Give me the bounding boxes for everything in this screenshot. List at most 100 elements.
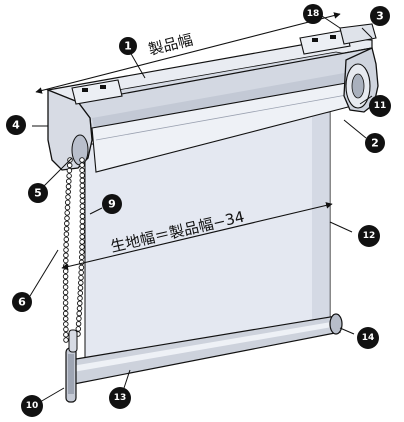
svg-text:3: 3: [376, 10, 384, 23]
chain-bead: [79, 213, 86, 220]
chain-bead: [79, 244, 85, 250]
chain-bead: [77, 300, 83, 307]
svg-text:11: 11: [374, 101, 387, 111]
chain-bead: [65, 183, 72, 190]
chain-bead: [62, 294, 69, 301]
chain-bead: [76, 305, 83, 312]
chain-bead: [66, 178, 72, 184]
svg-text:14: 14: [362, 333, 375, 343]
svg-text:1: 1: [124, 40, 132, 53]
chain-bead: [63, 257, 69, 264]
chain-bead: [79, 228, 86, 235]
chain-bead: [79, 239, 85, 245]
product-width-label: 製品幅: [147, 31, 195, 59]
callout-6: 6: [12, 292, 32, 312]
chain-bead: [79, 193, 86, 199]
chain-bead: [64, 215, 70, 221]
chain-bead: [63, 326, 69, 333]
svg-text:12: 12: [363, 231, 376, 241]
svg-text:2: 2: [371, 137, 379, 150]
callout-1: 1: [119, 37, 137, 55]
svg-text:18: 18: [307, 9, 320, 19]
leader-lines: [29, 15, 373, 403]
bead-chain: [62, 157, 86, 343]
chain-bead: [63, 331, 69, 338]
callout-18: 18: [303, 4, 323, 24]
svg-text:10: 10: [26, 401, 39, 411]
chain-bead: [79, 187, 86, 194]
chain-bead: [79, 167, 85, 173]
svg-text:4: 4: [12, 119, 20, 132]
svg-text:13: 13: [114, 393, 127, 403]
chain-bead: [79, 249, 85, 255]
callout-10: 10: [21, 395, 43, 417]
callout-14: 14: [357, 327, 379, 349]
callout-4: 4: [6, 115, 26, 135]
chain-bead: [79, 172, 85, 179]
chain-bead: [79, 162, 85, 168]
chain-bead: [65, 194, 71, 200]
callout-12: 12: [358, 225, 380, 247]
chain-bead: [63, 236, 70, 243]
chain-bead: [62, 316, 69, 322]
chain-bead: [77, 285, 84, 291]
chain-bead: [66, 173, 72, 179]
chain-bead: [78, 269, 84, 276]
chain-bead: [62, 273, 69, 280]
chain-bead: [78, 254, 85, 260]
chain-bead: [75, 326, 82, 332]
chain-bead: [77, 290, 84, 296]
chain-bead: [75, 321, 82, 327]
chain-bead: [62, 310, 69, 317]
chain-bead: [63, 337, 69, 343]
fabric-shade: [312, 112, 330, 321]
chain-bead: [79, 208, 86, 214]
svg-text:9: 9: [108, 198, 116, 211]
callout-11: 11: [369, 95, 391, 117]
chain-bead: [79, 157, 85, 163]
chain-bead: [78, 274, 84, 281]
chain-bead: [64, 220, 70, 227]
callout-3: 3: [370, 6, 390, 26]
chain-bead: [63, 321, 69, 327]
chain-bead: [79, 218, 86, 225]
chain-bead: [66, 167, 73, 174]
chain-bead: [62, 305, 69, 311]
chain-bead: [79, 177, 86, 184]
chain-bead: [62, 300, 69, 306]
svg-text:6: 6: [18, 296, 26, 309]
callout-13: 13: [109, 387, 131, 409]
callout-2: 2: [365, 133, 385, 153]
product-width-line: [35, 12, 341, 94]
chain-bead: [76, 315, 82, 322]
chain-bead: [62, 279, 69, 285]
chain-bead: [66, 162, 73, 169]
svg-text:5: 5: [34, 187, 42, 200]
chain-bead: [65, 189, 71, 195]
chain-weight: [65, 329, 78, 403]
chain-bead: [63, 241, 69, 248]
chain-bead: [79, 234, 85, 240]
callout-5: 5: [28, 183, 48, 203]
chain-bead: [62, 284, 69, 290]
chain-bead: [63, 231, 70, 237]
chain-bead: [78, 280, 84, 286]
chain-bead: [78, 264, 85, 271]
chain-bead: [64, 210, 70, 216]
chain-bead: [79, 203, 86, 209]
chain-bead: [63, 252, 69, 259]
callout-9: 9: [102, 194, 122, 214]
chain-bead: [62, 289, 69, 296]
chain-bead: [79, 198, 86, 204]
chain-bead: [64, 199, 71, 206]
chain-bead: [79, 223, 86, 230]
chain-bead: [63, 226, 70, 232]
fabric-width-line: [61, 202, 333, 270]
chain-bead: [77, 295, 83, 301]
chain-bead: [79, 182, 86, 189]
chain-bead: [63, 247, 69, 253]
chain-bead: [62, 268, 69, 274]
chain-bead: [64, 204, 71, 211]
chain-bead: [76, 310, 82, 317]
